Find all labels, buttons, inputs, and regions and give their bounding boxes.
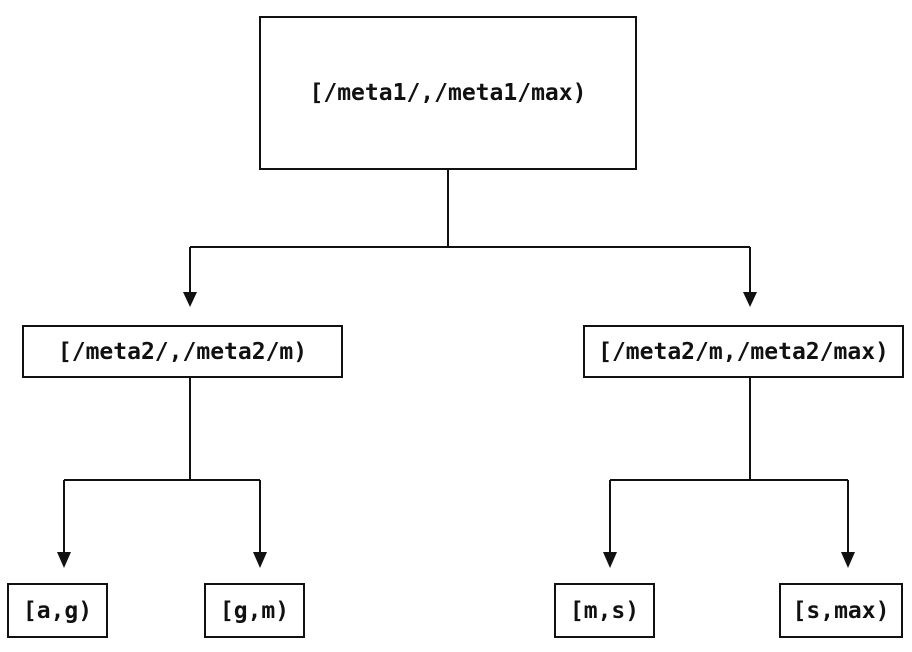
arrowhead-mid-right [743,292,757,307]
tree-node-leaf-ms-label: [m,s) [569,597,640,624]
tree-node-leaf-smax-label: [s,max) [792,597,890,624]
tree-node-mid-right: [/meta2/m,/meta2/max) [583,325,904,378]
edge-midleft-to-children [63,378,261,553]
edge-midright-to-children [609,378,849,553]
tree-node-mid-left: [/meta2/,/meta2/m) [22,325,343,378]
tree-node-root: [/meta1/,/meta1/max) [259,16,637,170]
arrowhead-leaf-ms [603,552,617,568]
tree-node-leaf-gm-label: [g,m) [219,597,290,624]
arrowhead-leaf-ag [57,552,71,568]
arrowhead-leaf-smax [841,552,855,568]
tree-node-leaf-smax: [s,max) [779,583,903,638]
tree-node-leaf-ms: [m,s) [554,583,655,638]
edge-root-to-children [189,170,751,293]
tree-node-leaf-ag-label: [a,g) [22,597,93,624]
tree-node-mid-left-label: [/meta2/,/meta2/m) [57,338,308,365]
tree-node-root-label: [/meta1/,/meta1/max) [309,80,587,106]
arrowhead-leaf-gm [253,552,267,568]
tree-node-leaf-ag: [a,g) [7,583,108,638]
arrowhead-mid-left [183,292,197,307]
tree-node-leaf-gm: [g,m) [204,583,305,638]
tree-node-mid-right-label: [/meta2/m,/meta2/max) [598,338,889,365]
